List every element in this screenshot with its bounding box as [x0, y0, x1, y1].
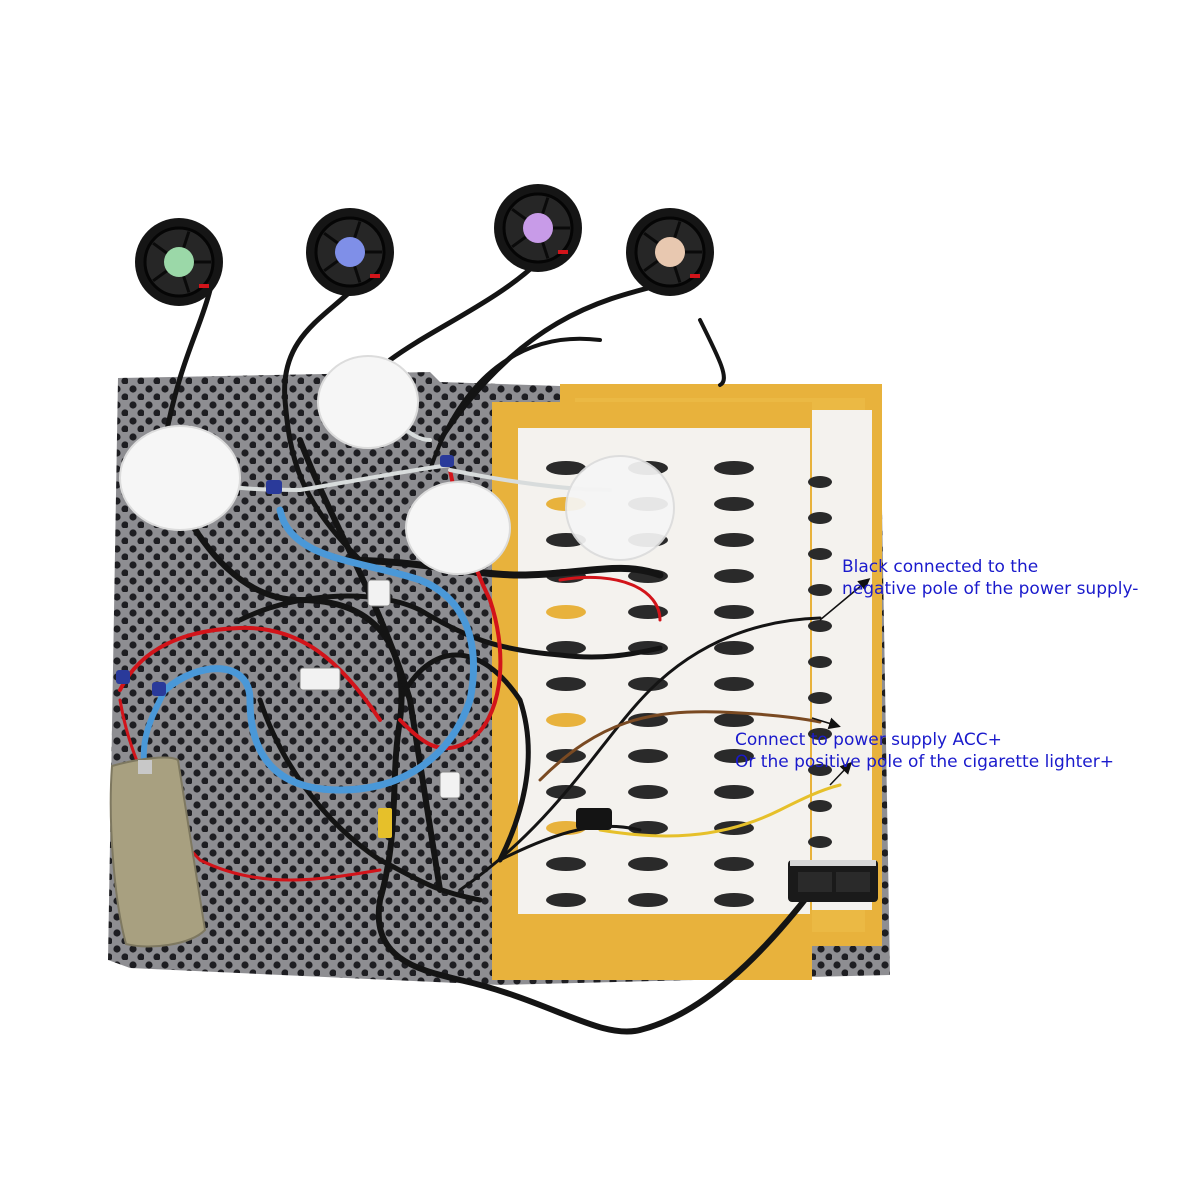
pad-slot [714, 677, 754, 691]
pad-slot [714, 857, 754, 871]
fan-3-icon [494, 184, 582, 272]
pad-slot [546, 893, 586, 907]
pad-slot [628, 857, 668, 871]
pad-slot [546, 641, 586, 655]
pad-slot [714, 785, 754, 799]
pad-slot [628, 821, 668, 835]
pad-slot [808, 728, 832, 740]
pad-slot [628, 893, 668, 907]
annotation-acc-line2: Or the positive pole of the cigarette li… [735, 752, 1114, 772]
pad-slot [714, 605, 754, 619]
pad-slot [714, 749, 754, 763]
pad-slot [714, 569, 754, 583]
control-switch [788, 860, 878, 902]
pad-slot [808, 836, 832, 848]
annotation-negative-pole: Black connected to the negative pole of … [842, 556, 1138, 600]
pad-slot [808, 656, 832, 668]
air-bladders [119, 355, 675, 575]
annotation-acc-line1: Connect to power supply ACC+ [735, 730, 1002, 750]
pad-slot [628, 785, 668, 799]
cooling-fans [135, 184, 714, 306]
pad-slot [714, 641, 754, 655]
fan-4-icon [626, 208, 714, 296]
pad-slot [546, 677, 586, 691]
pad-slot [714, 497, 754, 511]
pad-slot [714, 533, 754, 547]
pad-slot [808, 620, 832, 632]
annotation-acc-positive: Connect to power supply ACC+ Or the posi… [735, 729, 1114, 773]
pad-slot [808, 692, 832, 704]
pad-slot [714, 713, 754, 727]
pad-slot [546, 461, 586, 475]
pad-slot [808, 476, 832, 488]
pad-slot [628, 749, 668, 763]
pad-slot [808, 584, 832, 596]
pad-slot [808, 548, 832, 560]
pad-slot [546, 857, 586, 871]
connectors [116, 455, 612, 838]
pad-slot [714, 461, 754, 475]
annotation-negative-line1: Black connected to the [842, 557, 1039, 577]
pad-slot [714, 893, 754, 907]
pad-slot [546, 605, 586, 619]
air-pump-pouch [109, 756, 207, 948]
annotation-negative-line2: negative pole of the power supply- [842, 579, 1139, 599]
pad-slot [808, 764, 832, 776]
pad-slot [808, 800, 832, 812]
pad-slot [546, 713, 586, 727]
fan-1-icon [135, 218, 223, 306]
pad-slot [628, 605, 668, 619]
pad-slot [808, 512, 832, 524]
annotation-arrows [811, 578, 871, 786]
fan-2-icon [306, 208, 394, 296]
